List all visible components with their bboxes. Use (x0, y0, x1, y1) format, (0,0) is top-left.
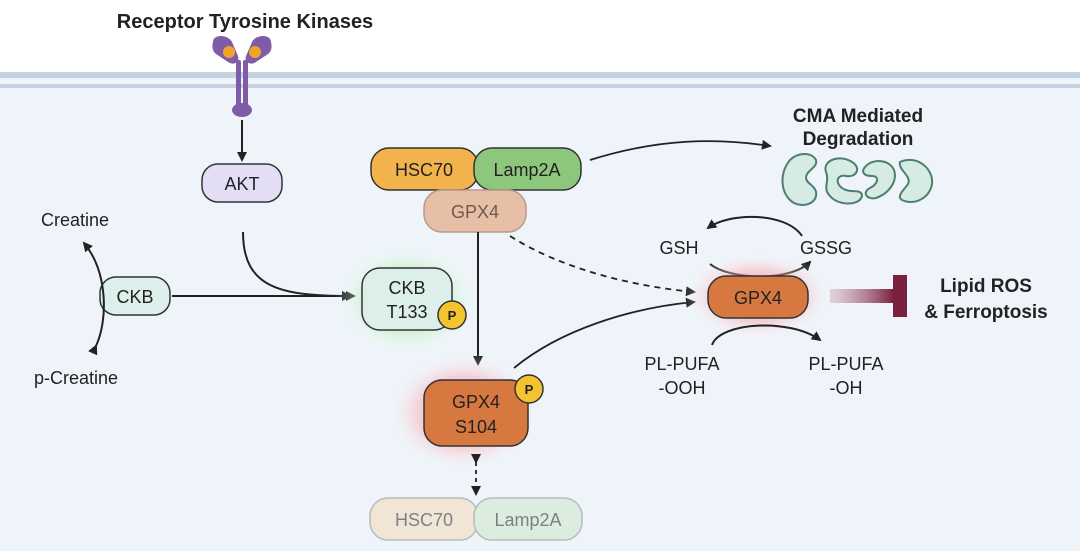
cma-line2: Degradation (803, 129, 914, 150)
gpx4-s104-line1: GPX4 (452, 392, 500, 412)
ckb-t133-line2: T133 (386, 302, 427, 322)
arrow-gssg-to-gsh (706, 215, 803, 237)
hsc70-top-label: HSC70 (395, 160, 453, 180)
arrow-dashed-to-gpx4 (509, 235, 696, 297)
receptor-icon (212, 36, 272, 117)
lamp2a-bottom-label: Lamp2A (494, 510, 561, 530)
rtk-title: Receptor Tyrosine Kinases (117, 11, 373, 33)
bottom-complex: HSC70 Lamp2A (369, 497, 583, 541)
pl-pufa-oh-line2: -OH (830, 378, 863, 398)
arrow-s104-to-gpx4 (513, 297, 696, 369)
membrane-outer (0, 72, 1080, 78)
p-creatine-label: p-Creatine (34, 368, 118, 388)
lipid-ros-line1: Lipid ROS (940, 276, 1032, 297)
ckb-t133-line1: CKB (388, 278, 425, 298)
hsc70-bottom-label: HSC70 (395, 510, 453, 530)
gpx4-right-label: GPX4 (734, 288, 782, 308)
gpx4-top-node: GPX4 (423, 189, 527, 233)
pl-pufa-oh-line1: PL-PUFA (808, 354, 883, 374)
gsh-label: GSH (659, 238, 698, 258)
phosphate-badge-icon: P (514, 374, 544, 404)
arrow-ooh-to-oh (711, 324, 822, 346)
hsc70-bottom-node: HSC70 (369, 497, 479, 541)
cma-line1: CMA Mediated (793, 106, 923, 127)
membrane-inner (0, 84, 1080, 88)
lamp2a-top-node: Lamp2A (473, 147, 582, 191)
ckb-t133-node: CKB T133 (361, 267, 453, 331)
ckb-t133-p-label: P (448, 308, 457, 323)
gpx4-s104-p-label: P (525, 382, 534, 397)
creatine-label: Creatine (41, 210, 109, 230)
gpx4-s104-line2: S104 (455, 417, 497, 437)
extracellular-space (0, 0, 1080, 75)
lamp2a-bottom-node: Lamp2A (473, 497, 583, 541)
arrow-to-cma (589, 139, 772, 161)
pl-pufa-ooh-line2: -OOH (659, 378, 706, 398)
gssg-label: GSSG (800, 238, 852, 258)
ckb-node: CKB (99, 276, 171, 316)
lipid-ros-line2: & Ferroptosis (924, 302, 1048, 323)
gpx4-right-node: GPX4 (707, 275, 809, 319)
gpx4-s104-node: GPX4 S104 (423, 379, 529, 447)
phosphate-badge-icon: P (437, 300, 467, 330)
degradation-fragments-icon (781, 153, 934, 206)
ckb-label: CKB (116, 287, 153, 307)
lamp2a-top-label: Lamp2A (493, 160, 560, 180)
inhibition-bar-icon (830, 275, 907, 317)
creatine-reaction-arc (82, 241, 105, 356)
pl-pufa-ooh-line1: PL-PUFA (644, 354, 719, 374)
akt-node: AKT (201, 163, 283, 203)
gpx4-top-label: GPX4 (451, 202, 499, 222)
hsc70-top-node: HSC70 (370, 147, 479, 191)
akt-label: AKT (224, 174, 259, 194)
